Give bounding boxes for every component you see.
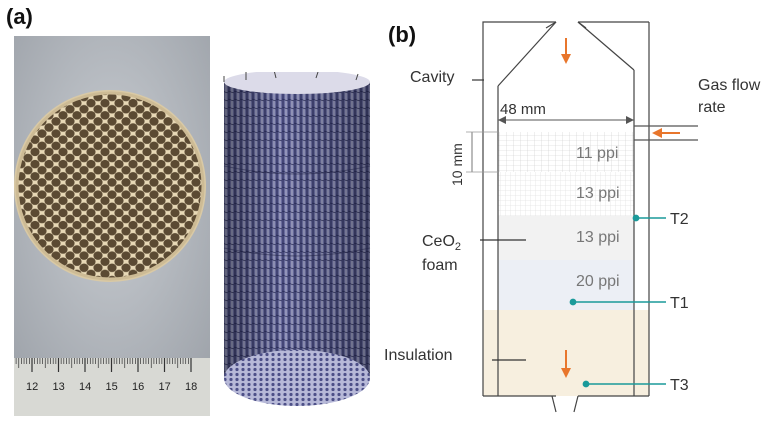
honeycomb-photo: 12 13 14 15 16 17 18 <box>14 36 210 416</box>
thermocouple-t3-label: T3 <box>670 377 689 394</box>
ruler-tick-label: 18 <box>185 381 197 393</box>
reactor-schematic: 48 mm 10 mm 11 ppi 13 ppi 13 ppi 20 ppi … <box>380 20 762 416</box>
cavity-left-wall <box>497 21 557 87</box>
ruler-tick-label: 13 <box>53 381 65 393</box>
layer-label-2: 13 ppi <box>576 185 620 202</box>
ruler-tick-label: 16 <box>132 381 144 393</box>
ruler-tick-label: 17 <box>159 381 171 393</box>
insulation-label: Insulation <box>384 347 453 364</box>
gas-flow-label: Gas flow <box>698 77 761 94</box>
layer-label-3: 13 ppi <box>576 229 620 246</box>
foam-layer-20ppi <box>498 260 634 312</box>
ruler-tick-label: 14 <box>79 381 91 393</box>
foam-label: foam <box>422 257 458 274</box>
height-dimension-label: 10 mm <box>449 143 465 186</box>
foam-layer-13ppi-upper <box>498 172 634 216</box>
foam-layer-11ppi <box>498 132 634 172</box>
gas-flow-label-line2: rate <box>698 99 726 116</box>
cavity-label: Cavity <box>410 69 454 86</box>
ceo2-label: CeO2 <box>422 233 461 253</box>
thermocouple-t1-label: T1 <box>670 295 689 312</box>
thermocouple-t2-label: T2 <box>670 211 689 228</box>
width-dimension-label: 48 mm <box>500 101 546 118</box>
layer-label-1: 11 ppi <box>576 145 618 162</box>
panel-a-label: (a) <box>6 4 33 29</box>
ruler-tick-label: 12 <box>26 381 38 393</box>
gas-inlet-pipe <box>634 125 698 141</box>
reactor-outer-wall <box>482 21 650 396</box>
panel-b-label: (b) <box>388 22 417 47</box>
ruler-tick-label: 15 <box>106 381 118 393</box>
foam-layer-13ppi-lower <box>498 216 634 260</box>
foam-cylinder-render <box>216 69 382 412</box>
layer-label-4: 20 ppi <box>576 273 620 290</box>
